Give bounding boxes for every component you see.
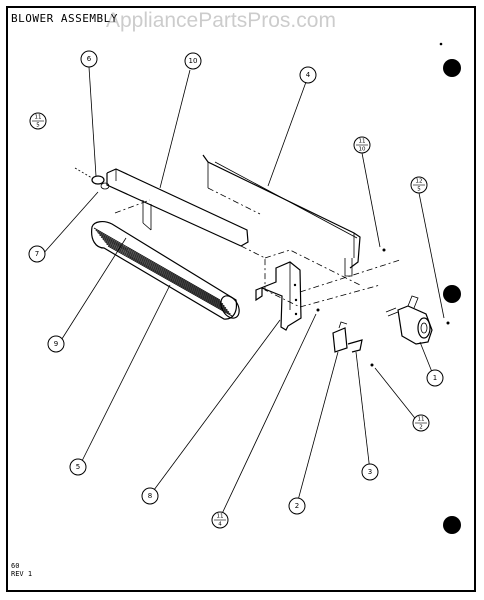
screw-11-4 xyxy=(316,308,320,312)
diagram-border xyxy=(6,6,476,592)
callout-7: 7 xyxy=(28,245,46,263)
callout-1-label: 1 xyxy=(433,374,437,382)
blade-line xyxy=(102,238,228,311)
callout-9: 9 xyxy=(47,335,65,353)
callout-10-label: 10 xyxy=(189,57,198,65)
callout-2: 2 xyxy=(288,497,306,515)
registration-dot-bottom xyxy=(443,516,461,534)
callout-1: 1 xyxy=(426,369,444,387)
callout-11-10-den: 10 xyxy=(359,147,366,153)
callout-11-4-num: 11 xyxy=(217,514,224,520)
blower-wheel-part xyxy=(91,221,240,320)
blade-line xyxy=(93,227,221,301)
blade-line xyxy=(107,245,233,317)
blower-motor-part xyxy=(385,295,433,345)
callout-9-label: 9 xyxy=(54,340,58,348)
rear-panel-part xyxy=(202,154,361,277)
capacitor-strap-part xyxy=(347,339,363,353)
revision-line-2: REV 1 xyxy=(11,570,33,578)
blade-line xyxy=(106,243,231,315)
callout-12-5-num: 12 xyxy=(416,179,423,185)
callout-5-label: 5 xyxy=(76,463,80,471)
callout-7-label: 7 xyxy=(35,250,39,258)
speck xyxy=(439,42,443,46)
callout-11-10-num: 11 xyxy=(359,139,366,145)
screw-11-2 xyxy=(370,363,374,367)
blade-line xyxy=(104,241,230,313)
callout-12-5-den: 5 xyxy=(417,187,421,193)
capacitor-part xyxy=(332,321,348,353)
callout-12-5: 12 5 xyxy=(410,176,428,194)
blower-housing-part xyxy=(106,168,381,308)
revision-line-1: 60 xyxy=(11,562,20,570)
callout-11-4: 11 4 xyxy=(211,511,229,529)
leader-lines xyxy=(41,66,445,519)
callout-6: 6 xyxy=(80,50,98,68)
callout-10: 10 xyxy=(184,52,202,70)
registration-dot-top xyxy=(443,59,461,77)
blade-line xyxy=(100,236,227,309)
callout-11-5: 11 5 xyxy=(29,112,47,130)
callout-6-label: 6 xyxy=(87,55,92,63)
callout-11-2: 11 2 xyxy=(412,414,430,432)
screw-11-10 xyxy=(382,248,386,252)
callout-11-5-num: 11 xyxy=(35,115,42,121)
callout-4: 4 xyxy=(299,66,317,84)
callout-8: 8 xyxy=(141,487,159,505)
callout-3-label: 3 xyxy=(368,468,372,476)
registration-dot-middle xyxy=(443,285,461,303)
callout-11-5-den: 5 xyxy=(36,123,40,129)
callout-2-label: 2 xyxy=(295,502,299,510)
callout-11-4-den: 4 xyxy=(218,522,222,528)
screw-12-5 xyxy=(446,321,450,325)
bushing-part xyxy=(74,167,110,190)
callout-11-10: 11 10 xyxy=(353,136,371,154)
blade-line xyxy=(95,229,222,303)
callout-11-2-num: 11 xyxy=(418,417,425,423)
callout-4-label: 4 xyxy=(306,71,311,79)
motor-bracket-part xyxy=(255,259,401,331)
watermark: AppliancePartsPros.com xyxy=(106,9,336,32)
blade-line xyxy=(99,234,225,307)
callout-5: 5 xyxy=(69,458,87,476)
blade-line xyxy=(97,232,224,305)
callout-11-2-den: 2 xyxy=(419,425,423,431)
callout-3: 3 xyxy=(361,463,379,481)
callout-8-label: 8 xyxy=(148,492,152,500)
revision-note: 60 REV 1 xyxy=(11,562,32,578)
diagram-title: BLOWER ASSEMBLY xyxy=(11,12,118,25)
